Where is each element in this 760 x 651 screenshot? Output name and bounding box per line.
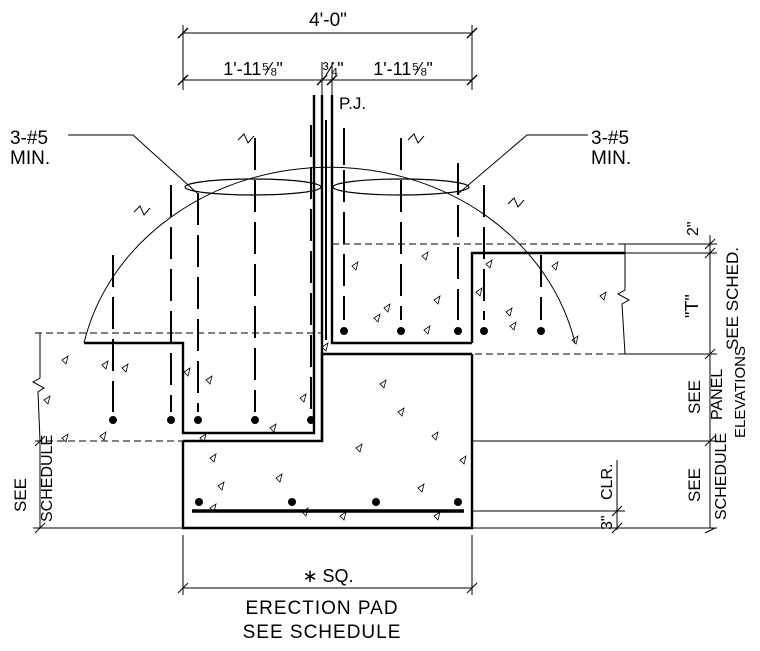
left-rebar-callout-line1: 3-#5: [10, 128, 48, 149]
left-rebar-dots: [109, 416, 315, 424]
arc-break-marks: [133, 133, 525, 216]
see-panel-label-3: ELEVATIONS: [732, 346, 749, 438]
left-dimension-lines: [33, 435, 183, 534]
right-rebar-callout-line1: 3-#5: [591, 128, 629, 149]
see-schedule-left-1: SEE: [11, 478, 30, 512]
right-rebar-dots: [340, 327, 545, 335]
right-recess-outline: [330, 95, 625, 345]
rebar-callout-leaders: [68, 134, 588, 194]
see-schedule-right-1: SEE: [685, 468, 704, 502]
three-inch-label: 3": [599, 515, 616, 530]
right-panel-outline: [332, 243, 631, 355]
see-schedule-right-2: SCHEDULE: [713, 433, 730, 520]
right-rebar-callout-line2: MIN.: [591, 148, 631, 169]
half-width-dimensions: 1'-11⅝" ¾" 1'-11⅝": [177, 59, 478, 140]
two-inch-label: 2": [685, 221, 702, 236]
left-panel-outline: [31, 332, 322, 442]
panel-joint-label: P.J.: [339, 94, 366, 113]
overall-width-dimension: 4'-0": [177, 10, 478, 90]
see-schedule-left-2: SCHEDULE: [39, 435, 56, 522]
left-lap-bar: [184, 178, 322, 196]
overall-width-label: 4'-0": [309, 10, 347, 31]
t-dimension-label: "T": [682, 294, 702, 318]
right-half-width-label: 1'-11⅝": [373, 59, 433, 79]
square-label: ∗ SQ.: [302, 566, 353, 586]
clear-label: CLR.: [599, 464, 616, 500]
gap-width-label: ¾": [322, 59, 343, 79]
footing-rebar: [192, 498, 464, 513]
left-rebar-callout-line2: MIN.: [10, 148, 50, 169]
panel-outline-arc: [83, 166, 576, 344]
right-dimension-lines: [472, 235, 717, 534]
see-panel-label-2: PANEL: [709, 369, 726, 420]
drawing-subtitle: SEE SCHEDULE: [243, 622, 402, 643]
drawing-title: ERECTION PAD: [245, 598, 398, 619]
see-sched-label: SEE SCHED.: [723, 247, 742, 350]
bottom-square-dimension: [177, 535, 478, 595]
vertical-rebar-solid: [325, 120, 459, 340]
right-lap-bar: [332, 178, 470, 196]
see-panel-label-1: SEE: [685, 380, 704, 414]
left-half-width-label: 1'-11⅝": [223, 59, 283, 79]
concrete-hatch: [43, 251, 607, 521]
